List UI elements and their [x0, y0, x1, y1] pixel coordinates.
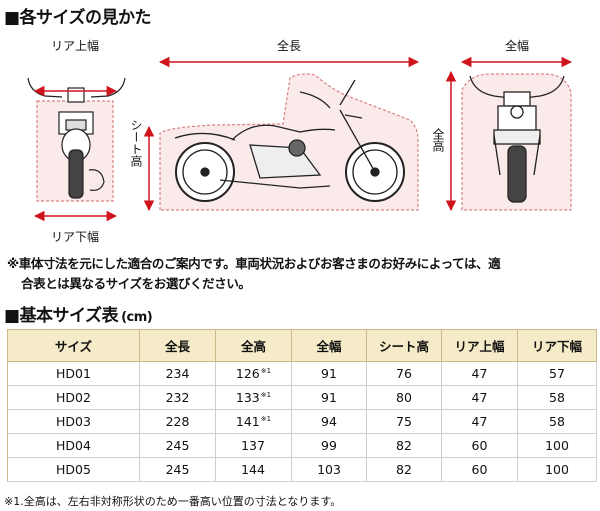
table-cell: 91 — [291, 361, 367, 386]
length-label: 全長 — [277, 38, 301, 53]
footnote-mark: ※1 — [260, 415, 272, 423]
table-cell: 234 — [139, 361, 216, 386]
table-cell: 58 — [517, 409, 597, 434]
table-cell: 228 — [139, 409, 216, 434]
col-header: サイズ — [7, 329, 140, 362]
table-cell: 47 — [441, 409, 518, 434]
height-value: 126 — [235, 366, 260, 381]
table-cell: 99 — [291, 433, 367, 458]
rear-view-figure: リア上幅 リア下幅 — [27, 38, 126, 244]
table-cell: HD03 — [7, 409, 140, 434]
footnote: ※1.全高は、左右非対称形状のため一番高い位置の寸法となります。 — [4, 495, 342, 508]
table-cell: 47 — [441, 361, 518, 386]
col-header: リア下幅 — [517, 329, 597, 362]
side-view-figure: 全長 シート高 — [129, 38, 420, 212]
fit-note: ※車体寸法を元にした適合のご案内です。車両状況およびお客さまのお好みによっては、… — [7, 254, 597, 294]
table-cell: 126※1 — [215, 361, 292, 386]
size-table: サイズ 全長 全高 全幅 シート高 リア上幅 リア下幅 HD01 234 126… — [7, 329, 597, 482]
col-header: 全幅 — [291, 329, 367, 362]
table-cell: 47 — [441, 385, 518, 410]
table-cell: 60 — [441, 457, 518, 482]
table-cell: 76 — [366, 361, 442, 386]
width-label: 全幅 — [505, 38, 529, 53]
size-diagram: リア上幅 リア下幅 全長 シート高 — [27, 38, 573, 244]
table-cell: 58 — [517, 385, 597, 410]
table-cell: 141※1 — [215, 409, 292, 434]
table-cell: 232 — [139, 385, 216, 410]
table-row: HD02 232 133※1 91 80 47 58 — [7, 385, 597, 410]
table-cell: 82 — [366, 433, 442, 458]
col-header: 全長 — [139, 329, 216, 362]
fit-note-line1: ※車体寸法を元にした適合のご案内です。車両状況およびお客さまのお好みによっては、… — [7, 256, 501, 271]
table-unit: (cm) — [121, 310, 153, 325]
height-value: 144 — [241, 462, 265, 477]
table-cell: 245 — [139, 433, 216, 458]
table-cell: 75 — [366, 409, 442, 434]
table-row: HD01 234 126※1 91 76 47 57 — [7, 361, 597, 386]
table-cell: HD02 — [7, 385, 140, 410]
col-header: リア上幅 — [441, 329, 518, 362]
seat-height-label: シート高 — [129, 119, 143, 168]
table-row: HD03 228 141※1 94 75 47 58 — [7, 409, 597, 434]
col-header: シート高 — [366, 329, 442, 362]
table-row: HD05 245 144 103 82 60 100 — [7, 457, 597, 482]
table-cell: 245 — [139, 457, 216, 482]
height-value: 137 — [241, 438, 265, 453]
height-value: 141 — [235, 414, 260, 429]
table-cell: HD04 — [7, 433, 140, 458]
table-cell: 103 — [291, 457, 367, 482]
footnote-mark: ※1 — [260, 391, 272, 399]
rear-top-width-label: リア上幅 — [51, 38, 99, 53]
rear-bottom-width-label: リア下幅 — [51, 229, 99, 244]
front-view-figure: 全幅 全高 — [431, 38, 573, 212]
table-cell: 137 — [215, 433, 292, 458]
col-header: 全高 — [215, 329, 292, 362]
table-cell: 94 — [291, 409, 367, 434]
table-header-row: サイズ 全長 全高 全幅 シート高 リア上幅 リア下幅 — [7, 329, 597, 362]
table-cell: 91 — [291, 385, 367, 410]
table-cell: HD05 — [7, 457, 140, 482]
table-cell: 60 — [441, 433, 518, 458]
table-row: HD04 245 137 99 82 60 100 — [7, 433, 597, 458]
table-cell: 144 — [215, 457, 292, 482]
footnote-mark: ※1 — [260, 367, 272, 375]
fit-note-line2: 合表とは異なるサイズをお選びください。 — [21, 276, 251, 291]
table-cell: HD01 — [7, 361, 140, 386]
table-cell: 82 — [366, 457, 442, 482]
table-heading: ■基本サイズ表(cm) — [4, 301, 153, 326]
table-cell: 100 — [517, 457, 597, 482]
height-label: 全高 — [431, 127, 445, 153]
table-cell: 133※1 — [215, 385, 292, 410]
table-cell: 57 — [517, 361, 597, 386]
table-cell: 100 — [517, 433, 597, 458]
height-value: 133 — [235, 390, 260, 405]
diagram-heading: ■各サイズの見かた — [4, 8, 152, 28]
table-cell: 80 — [366, 385, 442, 410]
table-heading-text: ■基本サイズ表 — [4, 306, 119, 326]
